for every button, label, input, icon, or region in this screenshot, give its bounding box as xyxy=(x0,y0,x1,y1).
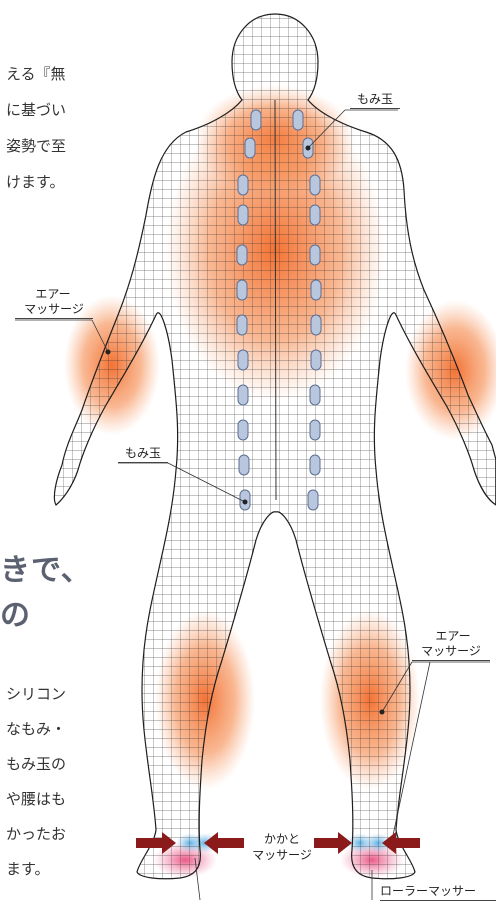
massage-node xyxy=(311,280,321,300)
massage-node xyxy=(238,205,248,225)
label-air-right-2: マッサージ xyxy=(412,644,490,661)
massage-node xyxy=(310,205,320,225)
label-heel-1: かかと xyxy=(252,832,312,846)
massage-node xyxy=(237,245,247,265)
massage-node xyxy=(251,110,261,130)
label-air-right-1: エアー xyxy=(428,629,478,643)
label-air-left-2: マッサージ xyxy=(15,302,93,319)
label-momi-top: もみ玉 xyxy=(350,92,400,109)
massage-node xyxy=(310,245,320,265)
massage-node xyxy=(310,420,320,440)
massage-node xyxy=(311,315,321,335)
massage-node xyxy=(238,420,248,440)
massage-node xyxy=(239,455,249,475)
massage-node xyxy=(238,350,248,370)
massage-node xyxy=(311,350,321,370)
massage-node xyxy=(237,280,247,300)
massage-node xyxy=(245,138,255,158)
label-roller: ローラーマッサー xyxy=(380,884,496,901)
label-momi-mid: もみ玉 xyxy=(118,446,168,463)
label-air-left-1: エアー xyxy=(28,287,78,301)
massage-node xyxy=(293,110,303,130)
massage-node xyxy=(310,175,320,195)
label-heel-2: マッサージ xyxy=(242,848,322,862)
massage-node xyxy=(238,175,248,195)
massage-node xyxy=(308,490,318,510)
massage-node xyxy=(238,385,248,405)
massage-node xyxy=(310,385,320,405)
massage-node xyxy=(237,315,247,335)
massage-node xyxy=(310,455,320,475)
